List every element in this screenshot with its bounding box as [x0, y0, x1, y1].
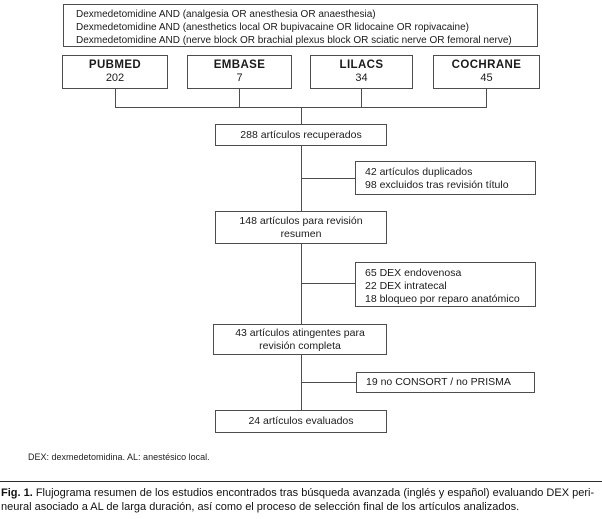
connector-cochrane-stub — [486, 89, 487, 107]
database-count: 7 — [236, 72, 243, 84]
database-count: 45 — [480, 72, 493, 84]
exclusion-line: 65 DEX endovenosa — [365, 267, 462, 279]
flow-box-abstract-review: 148 artículos para revisión resumen — [215, 211, 387, 244]
connector-lilacs-stub — [361, 89, 362, 107]
database-count: 202 — [105, 72, 125, 84]
exclusion-box-title-review: 42 artículos duplicados 98 excluidos tra… — [355, 161, 536, 195]
flow-box-label: 43 artículos atingentes para — [235, 326, 365, 339]
figure-divider — [0, 481, 602, 482]
flow-box-label: resumen — [280, 227, 322, 240]
database-name: EMBASE — [213, 59, 266, 71]
exclusion-line: 22 DEX intratecal — [365, 280, 447, 292]
connector-full-to-evaluated — [301, 355, 302, 410]
flow-box-label: 24 artículos evaluados — [248, 415, 354, 427]
connector-merge-to-retrieved — [301, 107, 302, 124]
search-query-box: Dexmedetomidine AND (analgesia OR anesth… — [63, 4, 538, 47]
connector-retrieved-to-abstract — [301, 146, 302, 211]
connector-abstract-to-full — [301, 244, 302, 324]
database-count: 34 — [355, 72, 368, 84]
exclusion-line: 98 excluidos tras revisión título — [365, 179, 509, 191]
database-box-pubmed: PUBMED 202 — [62, 55, 168, 89]
search-query-line: Dexmedetomidine AND (anesthetics local O… — [76, 22, 469, 33]
search-query-line: Dexmedetomidine AND (nerve block OR brac… — [76, 35, 512, 46]
exclusion-box-full-review: 19 no CONSORT / no PRISMA — [356, 372, 535, 393]
exclusion-line: 19 no CONSORT / no PRISMA — [366, 376, 511, 388]
flow-box-label: revisión completa — [259, 339, 341, 352]
search-query-line: Dexmedetomidine AND (analgesia OR anesth… — [76, 9, 376, 20]
figure-caption: Fig. 1. Flujograma resumen de los estudi… — [1, 486, 601, 514]
caption-line2: neural asociado a AL de larga duración, … — [1, 501, 520, 513]
database-name: LILACS — [339, 59, 384, 71]
flow-box-label: 288 artículos recuperados — [240, 128, 362, 141]
connector-branch-excluded-full — [302, 382, 356, 383]
database-name: PUBMED — [88, 59, 142, 71]
connector-branch-excluded-abstract — [302, 283, 355, 284]
exclusion-line: 42 artículos duplicados — [365, 166, 473, 178]
flow-box-retrieved: 288 artículos recuperados — [215, 124, 387, 146]
database-box-embase: EMBASE 7 — [187, 55, 292, 89]
connector-branch-excluded-title — [302, 178, 355, 179]
database-name: COCHRANE — [451, 59, 522, 71]
caption-line1: Flujograma resumen de los estudios encon… — [32, 487, 595, 499]
connector-pubmed-stub — [115, 89, 116, 107]
caption-label: Fig. 1. — [1, 487, 33, 499]
database-box-lilacs: LILACS 34 — [310, 55, 413, 89]
figure-footnote: DEX: dexmedetomidina. AL: anestésico loc… — [28, 452, 210, 462]
flow-box-label: 148 artículos para revisión — [239, 214, 363, 227]
flow-box-evaluated: 24 artículos evaluados — [215, 410, 387, 433]
exclusion-box-abstract-review: 65 DEX endovenosa 22 DEX intratecal 18 b… — [355, 262, 536, 307]
connector-embase-stub — [239, 89, 240, 107]
flow-box-full-review: 43 artículos atingentes para revisión co… — [213, 324, 387, 355]
exclusion-line: 18 bloqueo por reparo anatómico — [365, 293, 520, 305]
database-box-cochrane: COCHRANE 45 — [433, 55, 540, 89]
